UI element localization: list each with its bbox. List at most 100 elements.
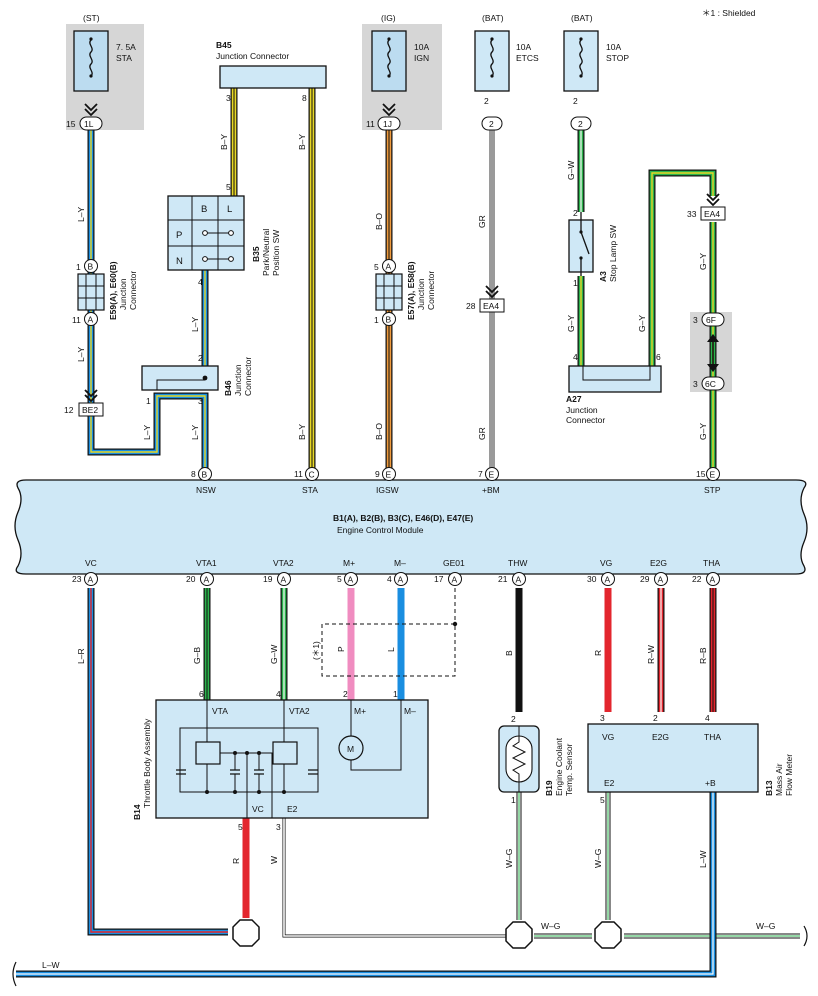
ecm-pin-stp: STP: [704, 485, 721, 495]
b46-internal: [156, 379, 205, 390]
svg-text:8: 8: [191, 469, 196, 479]
svg-text:11: 11: [72, 315, 81, 325]
svg-text:2: 2: [343, 689, 348, 699]
st-source-label: (ST): [83, 13, 100, 23]
svg-text:L–Y: L–Y: [76, 347, 86, 362]
b19-code: B19: [544, 780, 554, 796]
pin-numbers: 15 11 2 2 3 8 5 4 2 1 3 1 11 12 8 11 9 7…: [64, 93, 710, 832]
b35-switch: [167, 195, 245, 271]
svg-text:B–O: B–O: [374, 423, 384, 440]
wire-labels: L–Y L–Y L–Y L–Y L–Y B–Y B–Y B–Y B–O B–O …: [42, 134, 775, 970]
svg-text:R: R: [231, 858, 241, 864]
ecm-pin-vc: VC: [85, 558, 97, 568]
svg-text:1J: 1J: [383, 119, 392, 129]
svg-text:1: 1: [511, 795, 516, 805]
svg-text:5: 5: [600, 795, 605, 805]
a27-code: A27: [566, 394, 582, 404]
svg-text:3: 3: [276, 822, 281, 832]
svg-text:6C: 6C: [705, 379, 716, 389]
ecm-conn-bm: E: [485, 467, 499, 481]
b14-name: Throttle Body Assembly: [142, 718, 152, 808]
b13-e2g-label: E2G: [652, 732, 669, 742]
b46-name1: Junction: [233, 364, 243, 396]
etcs-fuse: [474, 30, 510, 92]
6f-6c-arrows: [707, 334, 719, 372]
shield-ground-dot: [452, 621, 458, 627]
ecm-pin-vta2: VTA2: [273, 558, 294, 568]
e57-code: E57(A), E58(B): [406, 261, 416, 320]
e59-name1: Junction: [118, 278, 128, 310]
svg-text:B: B: [202, 470, 208, 480]
svg-text:B: B: [386, 315, 392, 325]
ecm-pin-igsw: IGSW: [376, 485, 399, 495]
a27-internal: [582, 366, 651, 381]
b46-name2: Connector: [243, 357, 253, 396]
etcs-fuse-rating: 10A: [516, 42, 531, 52]
svg-text:G–Y: G–Y: [698, 253, 708, 270]
b35-code: B35: [251, 246, 261, 262]
svg-text:B–O: B–O: [374, 213, 384, 230]
svg-text:A: A: [88, 575, 94, 585]
svg-text:W: W: [269, 856, 279, 864]
ig-fuse-name: IGN: [414, 53, 429, 63]
b45-code: B45: [216, 40, 232, 50]
svg-text:G–Y: G–Y: [566, 315, 576, 332]
svg-text:2: 2: [653, 713, 658, 723]
svg-text:W–G: W–G: [593, 849, 603, 868]
svg-text:2: 2: [578, 119, 583, 129]
ecm-name: Engine Control Module: [337, 525, 424, 535]
b14-mminus-label: M–: [404, 706, 416, 716]
svg-text:6: 6: [656, 352, 661, 362]
svg-text:B–Y: B–Y: [297, 134, 307, 150]
svg-text:4: 4: [705, 713, 710, 723]
st-fuse: [73, 30, 109, 92]
svg-text:EA4: EA4: [483, 301, 499, 311]
a27-connector: [568, 365, 662, 393]
svg-text:22: 22: [692, 574, 702, 584]
ecm-pin-thw: THW: [508, 558, 527, 568]
etcs-source-label: (BAT): [482, 13, 504, 23]
ecm-pin-mplus: M+: [343, 558, 355, 568]
conn-2-stop: 2: [570, 116, 592, 131]
svg-text:P: P: [336, 646, 346, 652]
st-chevron: [84, 103, 98, 117]
svg-text:B–Y: B–Y: [297, 424, 307, 440]
ly-wire-run: [87, 124, 209, 470]
conn-EA4-upper: EA4: [700, 206, 726, 221]
svg-text:R–W: R–W: [646, 645, 656, 664]
b45-connector: [219, 65, 327, 89]
b14-mplus-label: M+: [354, 706, 366, 716]
b35-row-p: P: [176, 230, 182, 241]
svg-text:A: A: [605, 575, 611, 585]
svg-text:7: 7: [478, 469, 483, 479]
svg-text:1: 1: [146, 396, 151, 406]
e57-name2: Connector: [426, 271, 436, 310]
a27-name1: Junction: [566, 405, 598, 415]
svg-text:20: 20: [186, 574, 196, 584]
stop-fuse-name: STOP: [606, 53, 629, 63]
svg-text:BE2: BE2: [82, 405, 98, 415]
svg-text:1: 1: [393, 689, 398, 699]
svg-text:A: A: [452, 575, 458, 585]
svg-text:3: 3: [693, 379, 698, 389]
ecm-conn-vta2: A: [277, 572, 291, 586]
shield-label: (＊1): [311, 641, 321, 660]
svg-text:5: 5: [374, 262, 379, 272]
svg-text:G–B: G–B: [192, 647, 202, 664]
svg-text:1: 1: [374, 315, 379, 325]
svg-text:28: 28: [466, 301, 476, 311]
b14-e2-label: E2: [287, 804, 298, 814]
svg-text:W–G: W–G: [504, 849, 514, 868]
svg-text:R–B: R–B: [698, 647, 708, 664]
ecm-conn-stp: E: [706, 467, 720, 481]
b13-tha-label: THA: [704, 732, 721, 742]
svg-text:4: 4: [573, 352, 578, 362]
conn-6F: 6F: [701, 312, 725, 327]
ecm-conn-vta1: A: [200, 572, 214, 586]
svg-text:11: 11: [366, 119, 375, 129]
svg-text:9: 9: [375, 469, 380, 479]
stop-source-label: (BAT): [571, 13, 593, 23]
conn-6C: 6C: [701, 376, 725, 391]
shield-dashed-box: [321, 588, 456, 677]
